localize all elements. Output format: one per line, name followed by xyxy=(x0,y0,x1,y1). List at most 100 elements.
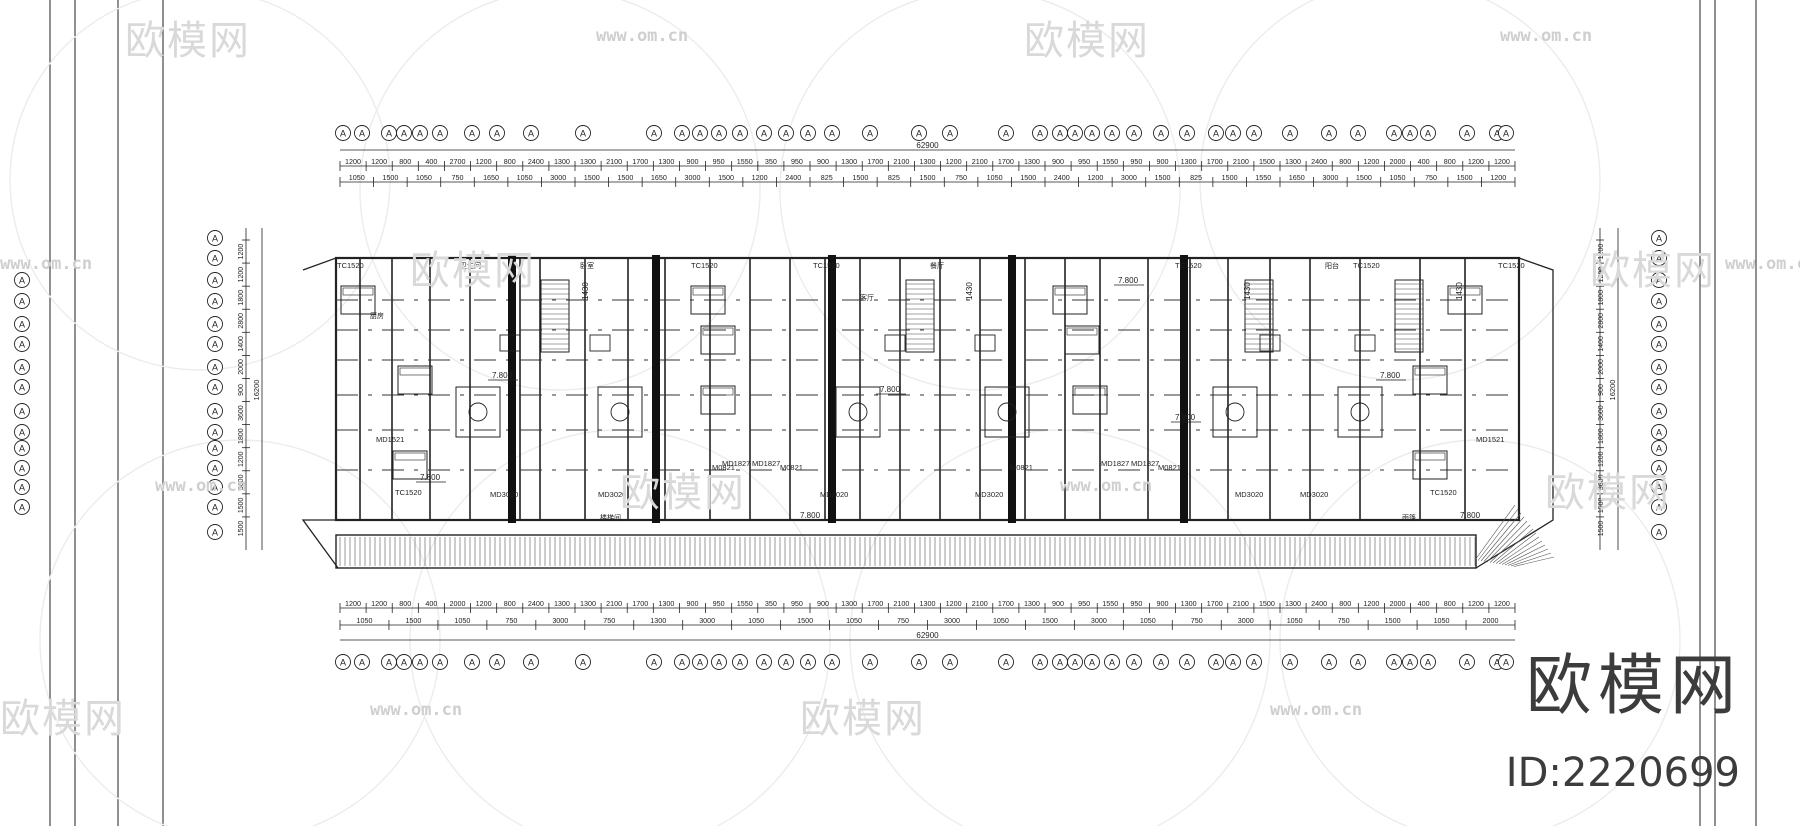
axis-bubble-label: A xyxy=(1656,527,1662,537)
axis-bubble-label: A xyxy=(494,657,500,667)
axis-bubble xyxy=(14,293,30,309)
axis-bubble xyxy=(14,379,30,395)
axis-bubble-label: A xyxy=(1494,128,1500,138)
axis-bubble xyxy=(1651,336,1667,352)
pillow xyxy=(399,367,431,376)
axis-bubble xyxy=(998,654,1014,670)
bottom-dim-row1-label: 1200 xyxy=(371,599,387,608)
axis-bubble-label: A xyxy=(212,443,218,453)
bottom-dim-row2-label: 2000 xyxy=(1483,616,1499,625)
axis-bubble-label: A xyxy=(580,128,586,138)
room-label: TC1520 xyxy=(337,261,364,270)
room-label: TC1520 xyxy=(395,488,422,497)
axis-bubble xyxy=(1282,654,1298,670)
east-end-hatch xyxy=(1495,532,1537,564)
side-dim-label: 1200 xyxy=(238,267,245,283)
top-dim-row2-label: 1050 xyxy=(987,173,1003,182)
axis-bubble-label: A xyxy=(1131,657,1137,667)
axis-bubble-label: A xyxy=(1037,128,1043,138)
axis-bubble xyxy=(523,125,539,141)
bottom-dim-row1-label: 950 xyxy=(1078,599,1090,608)
bottom-dim-row2-label: 1500 xyxy=(1042,616,1058,625)
shear-wall xyxy=(652,255,660,523)
bottom-dim-row1-label: 800 xyxy=(399,599,411,608)
bed xyxy=(1412,450,1448,480)
axis-bubble-label: A xyxy=(19,443,25,453)
stair-label: 1430 xyxy=(965,282,974,300)
axis-bubble-label: A xyxy=(212,463,218,473)
room-name-label: 厨房 xyxy=(370,311,384,320)
axis-bubble xyxy=(1651,524,1667,540)
bed xyxy=(340,285,376,315)
top-dim-row2-label: 1500 xyxy=(1356,173,1372,182)
axis-bubble-label: A xyxy=(1656,339,1662,349)
axis-bubble-label: A xyxy=(679,128,685,138)
room-name-label: 楼梯间 xyxy=(600,513,621,522)
bottom-dim-row2-label: 1050 xyxy=(1287,616,1303,625)
bottom-dim-row1-label: 800 xyxy=(504,599,516,608)
top-dim-row2-label: 2400 xyxy=(785,173,801,182)
axis-bubble xyxy=(800,125,816,141)
side-dim-total: 16200 xyxy=(1608,380,1617,401)
axis-bubble xyxy=(14,440,30,456)
bottom-dim-row2-label: 750 xyxy=(1191,616,1203,625)
axis-bubble-label: A xyxy=(212,527,218,537)
axis-bubble-label: A xyxy=(1355,657,1361,667)
watermark-brand: 欧模网 xyxy=(1545,470,1671,516)
bottom-dim-row1-label: 400 xyxy=(425,599,437,608)
axis-bubble-label: A xyxy=(469,128,475,138)
top-dim-row2-label: 2400 xyxy=(1054,173,1070,182)
axis-bubble xyxy=(335,125,351,141)
axis-bubble xyxy=(14,424,30,440)
room-label: MD3020 xyxy=(975,490,1003,499)
side-dim-label: 1200 xyxy=(1598,451,1605,467)
axis-bubble-label: A xyxy=(212,427,218,437)
bottom-dim-row1-label: 1200 xyxy=(1494,599,1510,608)
side-dim-label: 2800 xyxy=(238,313,245,329)
dining-table xyxy=(589,334,611,352)
axis-bubble xyxy=(1067,654,1083,670)
side-dim-label: 1800 xyxy=(238,428,245,444)
bottom-dim-row1-label: 1200 xyxy=(946,599,962,608)
coffee-table xyxy=(610,402,630,422)
top-dim-row2-label: 1200 xyxy=(752,173,768,182)
top-dim-row2-label: 750 xyxy=(452,173,464,182)
axis-bubble-label: A xyxy=(1326,128,1332,138)
axis-bubble-label: A xyxy=(1326,657,1332,667)
top-dim-row1-label: 1200 xyxy=(345,157,361,166)
side-dim-label: 3600 xyxy=(238,405,245,421)
axis-bubble-label: A xyxy=(1656,443,1662,453)
axis-bubble xyxy=(824,125,840,141)
top-dim-row1-label: 1700 xyxy=(1207,157,1223,166)
coffee-table xyxy=(997,402,1017,422)
top-dim-row1-label: 800 xyxy=(504,157,516,166)
bottom-dim-row1-label: 2000 xyxy=(450,599,466,608)
bottom-dim-row1-label: 2400 xyxy=(528,599,544,608)
axis-bubble-label: A xyxy=(359,657,365,667)
top-dim-row2-label: 3000 xyxy=(685,173,701,182)
axis-bubble xyxy=(207,460,223,476)
sofa-set xyxy=(1212,386,1258,438)
axis-bubble-label: A xyxy=(386,128,392,138)
axis-bubble xyxy=(756,125,772,141)
axis-bubble-label: A xyxy=(494,128,500,138)
bottom-dim-row1-label: 1700 xyxy=(632,599,648,608)
axis-bubble xyxy=(862,654,878,670)
axis-bubble xyxy=(575,125,591,141)
pillow xyxy=(342,287,374,296)
shear-wall xyxy=(828,255,836,523)
axis-bubble xyxy=(432,654,448,670)
axis-bubble-label: A xyxy=(1503,657,1509,667)
axis-bubble xyxy=(1651,230,1667,246)
axis-bubble-label: A xyxy=(947,657,953,667)
top-dim-row1-label: 2700 xyxy=(450,157,466,166)
axis-bubble-label: A xyxy=(401,128,407,138)
axis-bubble-label: A xyxy=(679,657,685,667)
watermark-url: www.om.cn xyxy=(1500,26,1593,46)
watermark-brand: 欧模网 xyxy=(620,470,746,516)
axis-bubble-label: A xyxy=(1425,657,1431,667)
top-dim-row2-label: 1500 xyxy=(920,173,936,182)
axis-bubble xyxy=(862,125,878,141)
axis-bubble xyxy=(732,125,748,141)
